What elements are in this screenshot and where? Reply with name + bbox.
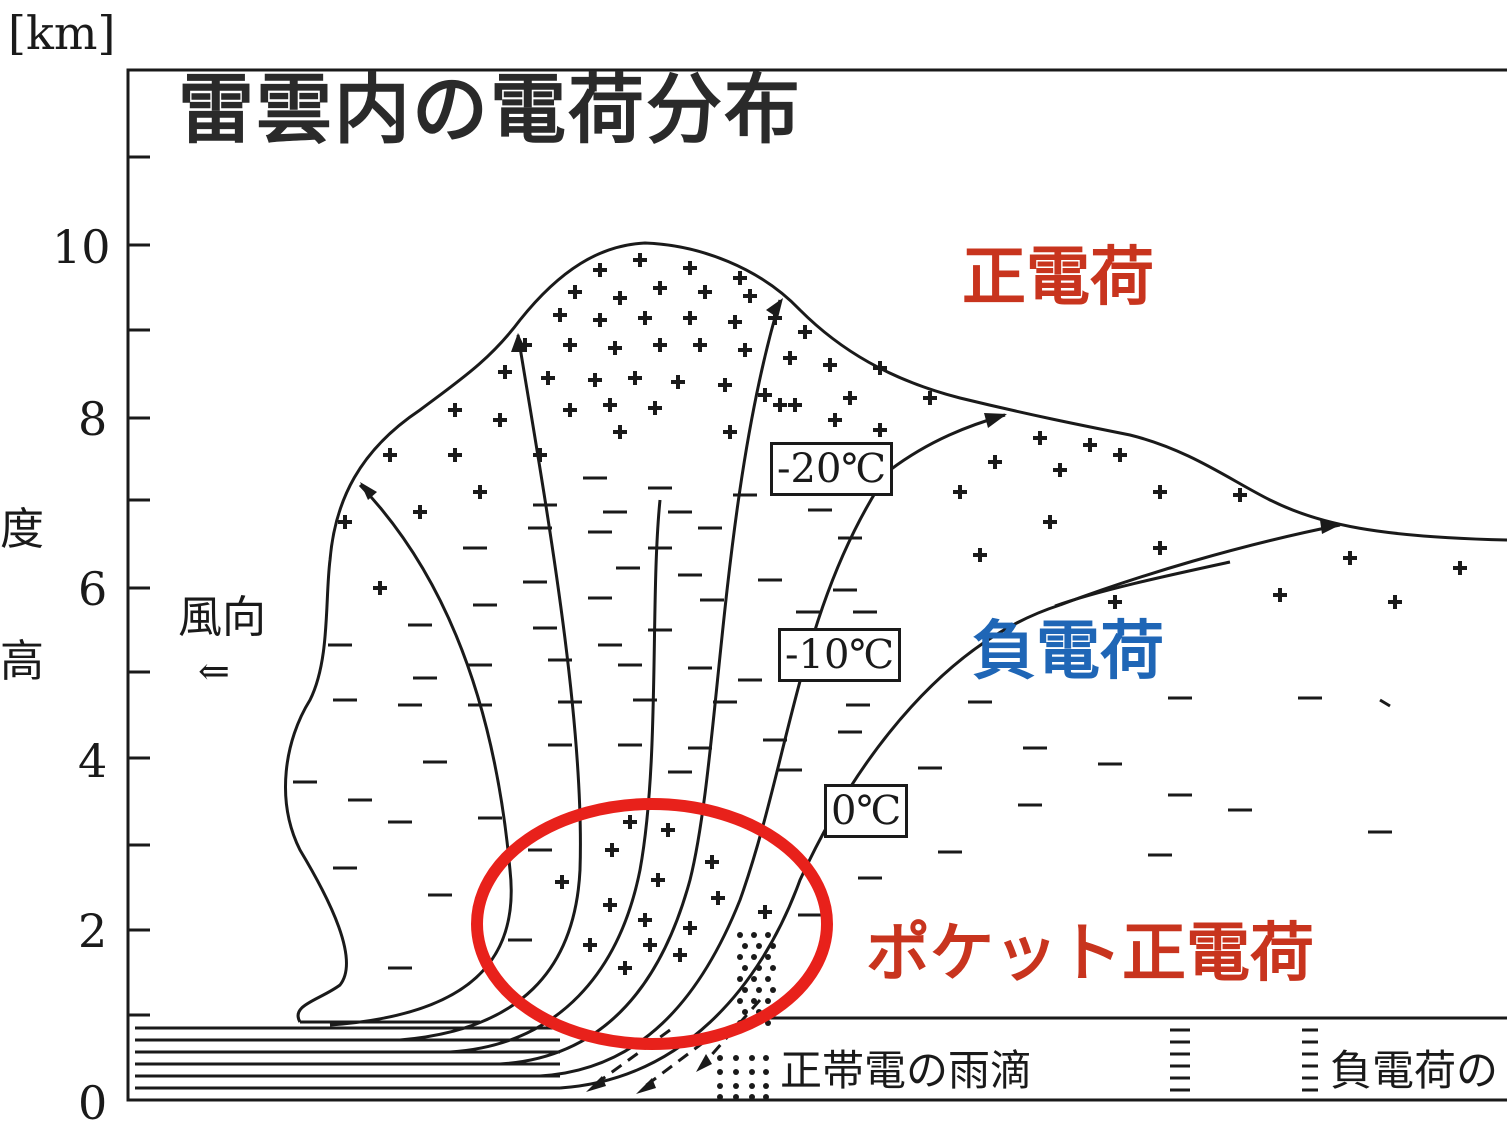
y-axis-label-part1: 高: [0, 636, 44, 687]
rain-dot: [737, 954, 743, 960]
rain-dot: [756, 943, 762, 949]
legend-negative-rain: 負電荷の: [1330, 1046, 1499, 1095]
inflow-lines: [135, 1016, 1507, 1102]
legend-dot-marker: [717, 1055, 769, 1100]
legend-dash-marker: [1170, 1028, 1318, 1092]
y-axis-label-part2: 度: [0, 504, 44, 555]
rain-dot: [751, 998, 757, 1004]
rain-dot: [742, 1009, 748, 1015]
streamline-arrowheads: [360, 298, 1342, 534]
rain-dot: [770, 965, 776, 971]
y-tick-4: 4: [78, 734, 108, 788]
rain-dot: [742, 943, 748, 949]
rain-dot: [770, 987, 776, 993]
anvil-lower-edge: [1054, 560, 1231, 608]
negative-charge-label: 負電荷: [972, 615, 1164, 689]
y-tick-6: 6: [78, 562, 108, 616]
positive-charge-label: 正電荷: [962, 241, 1154, 315]
wind-direction-label: 風向: [178, 592, 266, 643]
y-axis-unit: [km]: [8, 6, 116, 60]
rain-dot: [765, 998, 771, 1004]
pocket-highlight-ellipse: [471, 798, 833, 1050]
rain-dot: [751, 976, 757, 982]
anvil-lower-edge-right: [1379, 698, 1391, 708]
rain-dot: [737, 998, 743, 1004]
legend-positive-rain: 正帯電の雨滴: [780, 1046, 1033, 1095]
page-title: 雷雲内の電荷分布: [178, 65, 802, 154]
rain-dot: [751, 932, 757, 938]
rain-arrowheads: [586, 1054, 712, 1094]
negative-charge-marks: [293, 476, 1392, 970]
rain-dot: [765, 976, 771, 982]
rain-dot: [742, 987, 748, 993]
y-tick-0: 0: [78, 1076, 108, 1130]
y-tick-10: 10: [52, 220, 111, 274]
temp-label-0: 0℃: [824, 784, 909, 838]
rain-dot: [737, 932, 743, 938]
y-tick-8: 8: [78, 392, 108, 446]
y-axis-tick-marks: [128, 155, 150, 1017]
rain-dot: [770, 943, 776, 949]
cloud-outline: [284, 241, 1507, 1023]
y-tick-2: 2: [78, 904, 108, 958]
positive-charge-marks: [338, 253, 1467, 975]
rain-dot: [742, 965, 748, 971]
rain-dot: [765, 954, 771, 960]
wind-direction-arrow-icon: ⇐: [198, 649, 230, 693]
pocket-positive-charge-label: ポケット正電荷: [866, 917, 1314, 991]
rain-dot: [756, 987, 762, 993]
rain-dot: [751, 954, 757, 960]
rain-dot: [765, 932, 771, 938]
rain-dot: [737, 976, 743, 982]
temp-label-minus10: -10℃: [778, 628, 902, 682]
rain-dot: [756, 965, 762, 971]
temp-label-minus20: -20℃: [770, 442, 894, 496]
